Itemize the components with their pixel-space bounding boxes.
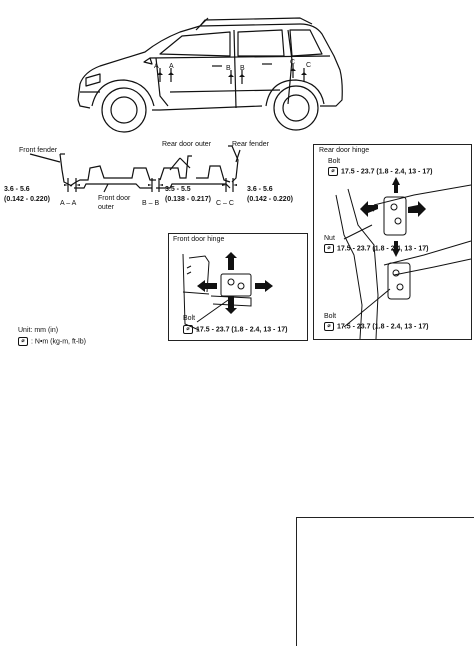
section-c-label: C <box>306 62 312 69</box>
front-fender-label: Front fender <box>19 147 58 154</box>
cross-section-diagram <box>29 145 241 193</box>
rear-fender-label: Rear fender <box>232 141 269 148</box>
front-hinge-illustration <box>182 252 273 331</box>
gap-b-mm: 3.5 - 5.5 <box>165 186 191 193</box>
section-a-label: A <box>169 63 174 70</box>
front-hinge-title: Front door hinge <box>173 236 225 243</box>
torque-wrench-icon: ⌀ <box>328 167 338 176</box>
gap-a-mm: 3.6 - 5.6 <box>4 186 30 193</box>
unit-legend: Unit: mm (in) <box>18 327 59 334</box>
car-side-view <box>77 17 343 133</box>
torque-legend: ⌀: N•m (kg-m, ft-lb) <box>18 337 86 346</box>
cut-aa-label: A – A <box>60 200 77 207</box>
rear-hinge-torque-3: ⌀17.5 - 23.7 (1.8 - 2.4, 13 - 17) <box>324 322 428 331</box>
cut-bb-label: B – B <box>142 200 160 207</box>
section-a-label: A <box>154 63 159 70</box>
front-door-hinge-panel: Front door hinge Bolt ⌀17.5 - 23.7 (1.8 … <box>168 233 308 341</box>
section-b-label: B <box>226 65 231 72</box>
front-hinge-torque: ⌀17.5 - 23.7 (1.8 - 2.4, 13 - 17) <box>183 325 287 334</box>
rear-hinge-title: Rear door hinge <box>319 147 370 154</box>
rear-hinge-bolt-label: Bolt <box>328 158 341 165</box>
torque-wrench-icon: ⌀ <box>18 337 28 346</box>
cut-cc-label: C – C <box>216 200 234 207</box>
rear-hinge-bolt2-label: Bolt <box>324 313 337 320</box>
gap-c-mm: 3.6 - 5.6 <box>247 186 273 193</box>
blank-frame <box>296 517 474 646</box>
front-door-outer-label: Front door <box>98 195 131 202</box>
torque-wrench-icon: ⌀ <box>324 244 334 253</box>
gap-c-in: (0.142 - 0.220) <box>247 196 293 203</box>
gap-a-in: (0.142 - 0.220) <box>4 196 50 203</box>
gap-b-in: (0.138 - 0.217) <box>165 196 211 203</box>
rear-hinge-torque-2: ⌀17.5 - 23.7 (1.8 - 2.4, 13 - 17) <box>324 244 428 253</box>
rear-door-hinge-panel: Rear door hinge Bolt ⌀17.5 - 23.7 (1.8 -… <box>313 144 472 340</box>
front-door-outer-label: outer <box>98 204 114 211</box>
rear-hinge-illustration <box>335 177 472 340</box>
rear-door-outer-label: Rear door outer <box>162 141 212 148</box>
front-hinge-bolt-label: Bolt <box>183 315 196 322</box>
torque-wrench-icon: ⌀ <box>183 325 193 334</box>
section-c-label: C <box>290 59 296 66</box>
rear-hinge-torque-1: ⌀17.5 - 23.7 (1.8 - 2.4, 13 - 17) <box>328 167 432 176</box>
torque-wrench-icon: ⌀ <box>324 322 334 331</box>
rear-hinge-nut-label: Nut <box>324 235 335 242</box>
section-b-label: B <box>240 65 245 72</box>
